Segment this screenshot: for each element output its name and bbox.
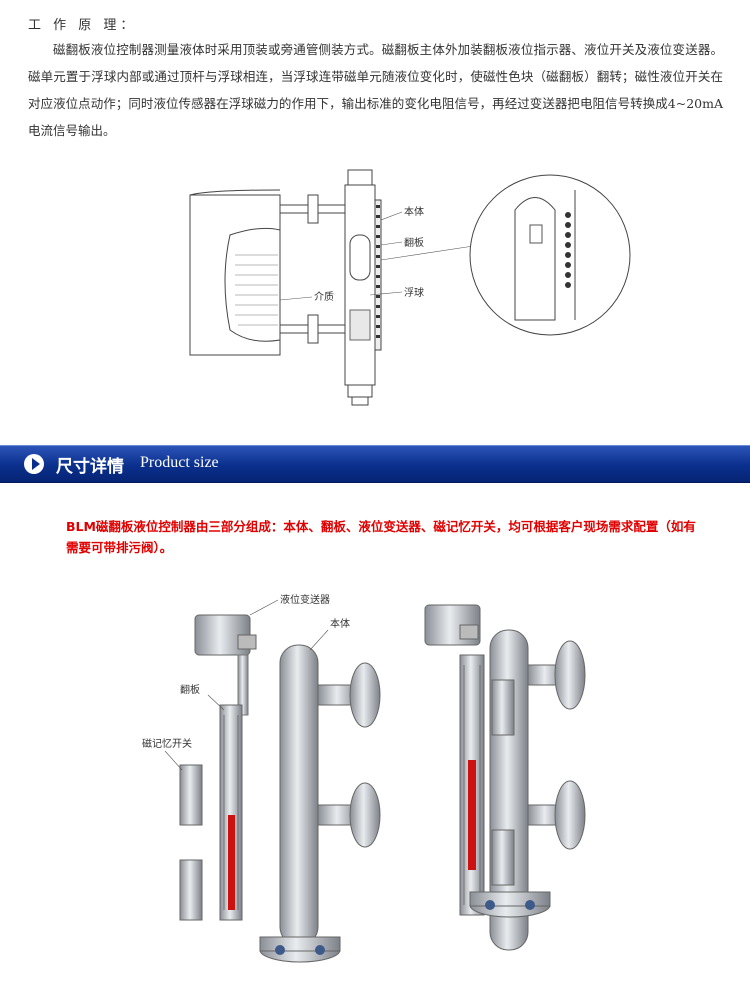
label-flap: 翻板 <box>404 236 424 249</box>
banner-title-cn: 尺寸详情 <box>56 457 124 477</box>
label-body: 本体 <box>404 205 424 218</box>
label-switch: 磁记忆开关 <box>142 737 192 750</box>
product-illustration: 液位变送器 翻板 磁记忆开关 本体 <box>142 593 586 963</box>
label-flap-product: 翻板 <box>180 683 200 696</box>
label-medium: 介质 <box>314 291 334 303</box>
config-note: BLM磁翻板液位控制器由三部分组成：本体、翻板、液位变送器、磁记忆开关，均可根据… <box>66 519 696 555</box>
label-float: 浮球 <box>404 286 424 299</box>
play-circle-icon <box>24 454 44 474</box>
principle-title: 工 作 原 理： <box>28 18 138 33</box>
label-transmitter: 液位变送器 <box>280 593 330 606</box>
label-body-product: 本体 <box>330 617 350 630</box>
principle-diagram: 介质 本体 翻板 浮球 <box>189 169 631 406</box>
banner-title-en: Product size <box>140 454 219 471</box>
section-banner: 尺寸详情 Product size <box>0 445 750 483</box>
principle-body: 磁翻板液位控制器测量液体时采用顶装或旁通管侧装方式。磁翻板主体外加装翻板液位指示… <box>28 42 723 138</box>
